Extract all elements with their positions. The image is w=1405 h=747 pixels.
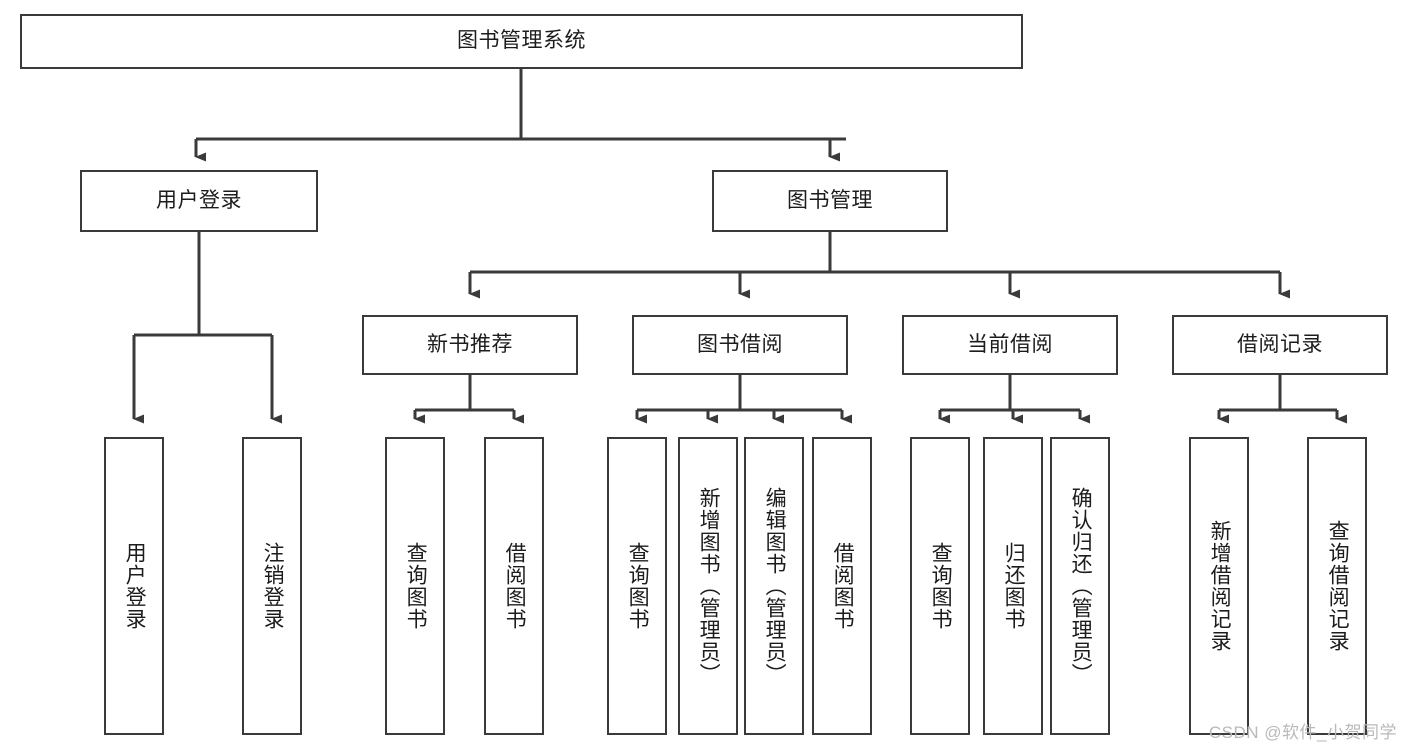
node-leaf-query-book-1-label: 查询图书 <box>404 542 428 630</box>
node-leaf-add-book-label: 新增图书（管理员） <box>697 487 721 685</box>
node-leaf-logout[interactable]: 注销登录 <box>242 437 302 735</box>
node-borrow-record-label: 借阅记录 <box>1237 332 1323 356</box>
node-leaf-query-record[interactable]: 查询借阅记录 <box>1307 437 1367 735</box>
node-leaf-borrow-book-1-label: 借阅图书 <box>503 542 527 630</box>
node-root[interactable]: 图书管理系统 <box>20 14 1023 69</box>
node-leaf-confirm-return[interactable]: 确认归还（管理员） <box>1050 437 1110 735</box>
node-new-book-recommend-label: 新书推荐 <box>427 332 513 356</box>
node-leaf-add-book[interactable]: 新增图书（管理员） <box>678 437 738 735</box>
node-leaf-user-login[interactable]: 用户登录 <box>104 437 164 735</box>
node-leaf-query-book-3-label: 查询图书 <box>929 542 953 630</box>
node-leaf-logout-label: 注销登录 <box>261 542 285 630</box>
node-leaf-query-book-2-label: 查询图书 <box>626 542 650 630</box>
node-book-manage-label: 图书管理 <box>787 188 873 212</box>
node-book-manage[interactable]: 图书管理 <box>712 170 948 232</box>
node-leaf-query-book-1[interactable]: 查询图书 <box>385 437 445 735</box>
node-borrow-record[interactable]: 借阅记录 <box>1172 315 1388 375</box>
node-leaf-edit-book-label: 编辑图书（管理员） <box>763 487 787 685</box>
node-current-borrow-label: 当前借阅 <box>967 332 1053 356</box>
node-leaf-borrow-book-2-label: 借阅图书 <box>831 542 855 630</box>
node-leaf-query-book-2[interactable]: 查询图书 <box>607 437 667 735</box>
node-current-borrow[interactable]: 当前借阅 <box>902 315 1118 375</box>
node-book-borrow-label: 图书借阅 <box>697 332 783 356</box>
node-leaf-edit-book[interactable]: 编辑图书（管理员） <box>744 437 804 735</box>
node-leaf-confirm-return-label: 确认归还（管理员） <box>1069 487 1093 685</box>
node-leaf-query-book-3[interactable]: 查询图书 <box>910 437 970 735</box>
node-book-borrow[interactable]: 图书借阅 <box>632 315 848 375</box>
node-leaf-query-record-label: 查询借阅记录 <box>1326 520 1350 652</box>
node-leaf-add-record-label: 新增借阅记录 <box>1208 520 1232 652</box>
node-leaf-borrow-book-2[interactable]: 借阅图书 <box>812 437 872 735</box>
node-leaf-add-record[interactable]: 新增借阅记录 <box>1189 437 1249 735</box>
node-leaf-return-book[interactable]: 归还图书 <box>983 437 1043 735</box>
node-new-book-recommend[interactable]: 新书推荐 <box>362 315 578 375</box>
node-leaf-borrow-book-1[interactable]: 借阅图书 <box>484 437 544 735</box>
node-leaf-user-login-label: 用户登录 <box>123 542 147 630</box>
node-root-label: 图书管理系统 <box>457 29 586 53</box>
csdn-watermark: CSDN @软件_小贺同学 <box>1208 723 1397 742</box>
node-user-login-label: 用户登录 <box>156 188 242 212</box>
node-leaf-return-book-label: 归还图书 <box>1002 542 1026 630</box>
node-user-login[interactable]: 用户登录 <box>80 170 318 232</box>
